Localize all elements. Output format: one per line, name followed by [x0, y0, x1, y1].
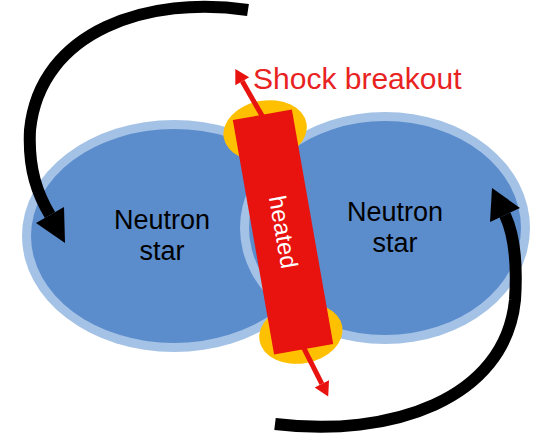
star-crust: [240, 112, 530, 344]
star-core: [249, 121, 521, 335]
breakout-arrowhead: [314, 380, 332, 398]
breakout-arrow: [303, 345, 322, 386]
orbit-arrowhead: [36, 207, 65, 243]
shock-label: Shock breakout: [253, 62, 461, 96]
orbit-arrowhead: [490, 188, 520, 222]
orbit-arrow: [30, 7, 248, 215]
star-label: Neutron star: [97, 205, 227, 267]
breakout-arrowhead: [233, 67, 251, 85]
star-label: Neutron star: [330, 197, 460, 259]
